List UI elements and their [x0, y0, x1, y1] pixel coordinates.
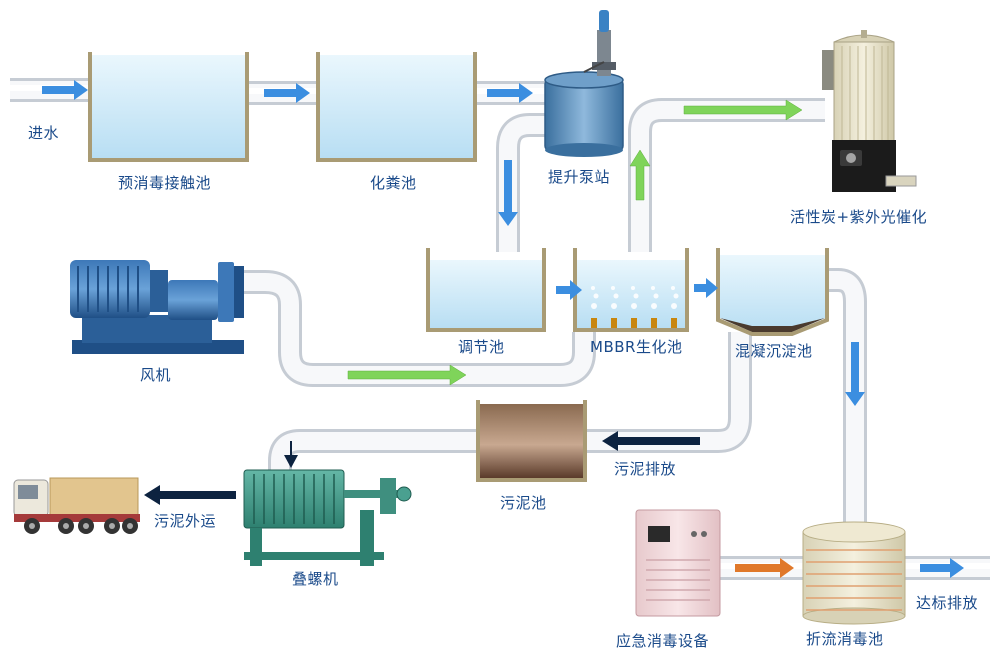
label-blower: 风机	[140, 366, 172, 384]
equalization-tank	[426, 248, 546, 332]
carbon-uv-tower	[822, 30, 917, 192]
arrow-sludge-to-press	[284, 441, 298, 468]
label-sludge-transport: 污泥外运	[154, 512, 217, 530]
arrow-blower-air	[347, 364, 467, 386]
blower	[70, 260, 244, 354]
arrow-pump-down	[498, 160, 518, 226]
arrow-inlet	[42, 80, 88, 100]
label-compliant-discharge: 达标排放	[916, 594, 979, 612]
label-baffled-disinfection-tank: 折流消毒池	[806, 630, 884, 648]
arrow-coag-down	[845, 342, 865, 406]
arrow-septic-to-pump	[487, 83, 533, 103]
label-equalization-tank: 调节池	[458, 338, 505, 356]
label-sludge-discharge: 污泥排放	[614, 460, 677, 478]
arrow-to-carbon	[683, 99, 803, 121]
baffled-disinfection-tank	[802, 521, 906, 625]
arrow-discharge	[920, 558, 964, 578]
sludge-truck	[13, 477, 140, 534]
arrow-sludge-out	[144, 485, 236, 505]
flow-arrows	[42, 80, 964, 578]
label-pre-disinfection-tank: 预消毒接触池	[118, 174, 212, 192]
label-screw-press: 叠螺机	[292, 570, 339, 588]
arrow-disinfectant	[735, 558, 794, 578]
coag-sedimentation-tank	[716, 248, 829, 336]
label-septic-tank: 化粪池	[370, 174, 417, 192]
label-lift-pump-station: 提升泵站	[548, 168, 611, 186]
mbbr-tank	[573, 248, 689, 332]
label-inlet: 进水	[28, 124, 60, 142]
arrow-mbbr-to-coag	[694, 278, 718, 298]
sludge-tank	[476, 400, 587, 482]
pre-disinfection-tank	[88, 52, 249, 162]
arrow-mbbr-up	[629, 149, 651, 201]
septic-tank	[316, 52, 477, 162]
label-carbon-uv: 活性炭+紫外光催化	[790, 208, 928, 226]
label-coag-sed-tank: 混凝沉淀池	[735, 342, 813, 360]
label-mbbr-tank: MBBR生化池	[590, 338, 683, 356]
lift-pump-station	[544, 10, 624, 157]
arrow-eq-to-mbbr	[556, 280, 582, 300]
arrow-sludge-discharge	[602, 431, 700, 451]
emergency-disinfection-unit	[635, 509, 721, 617]
label-sludge-tank: 污泥池	[500, 494, 547, 512]
screw-press	[243, 469, 412, 566]
label-emergency-disinfection: 应急消毒设备	[616, 632, 710, 650]
arrow-pre-to-septic	[264, 83, 310, 103]
